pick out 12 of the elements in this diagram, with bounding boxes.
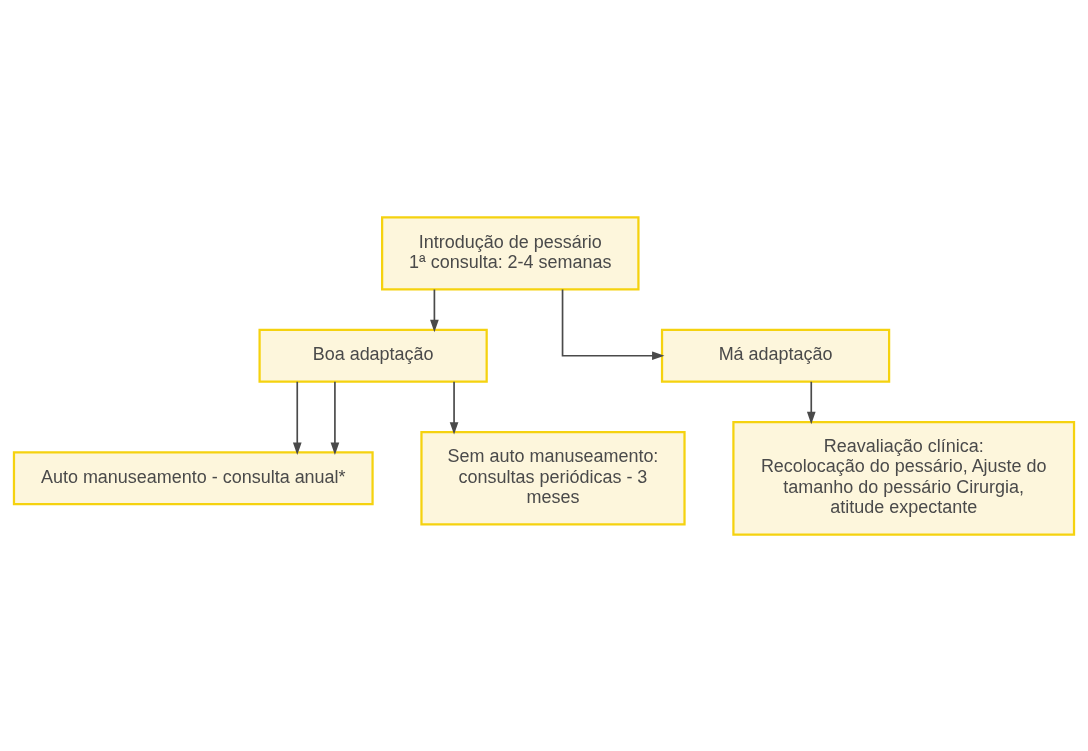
arrow <box>330 380 340 455</box>
node-box: Má adaptação <box>660 328 891 383</box>
arrow <box>561 288 665 360</box>
arrow <box>806 380 816 424</box>
node-box: Sem auto manuseamento: consultas periódicas - 3 meses <box>420 430 686 525</box>
node-box: Reavaliação clínica: Recolocação do pessário, Ajuste do tamanho do pessário Cirurgia, atitude expectante <box>732 420 1076 536</box>
node-box: Auto manuseamento - consulta anual* <box>12 450 374 505</box>
arrow <box>430 288 439 332</box>
arrow <box>449 380 459 435</box>
node-box: Introdução de pessário 1ª consulta: 2-4 semanas <box>381 215 640 291</box>
node-box: Boa adaptação <box>258 328 488 383</box>
arrow <box>292 380 302 455</box>
